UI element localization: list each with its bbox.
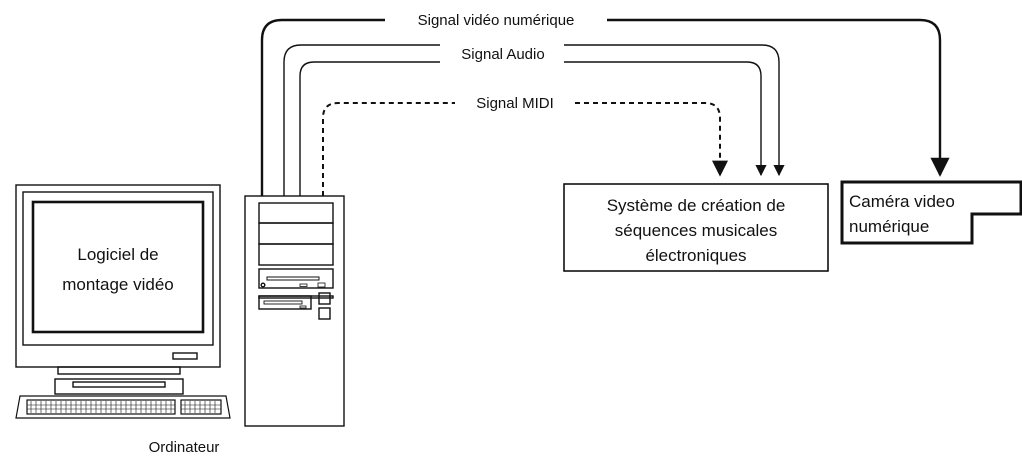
signal-audio-line xyxy=(283,44,785,196)
signal-midi-line xyxy=(322,102,728,196)
screen-text-line2: montage vidéo xyxy=(62,275,174,294)
sequencer-box xyxy=(563,183,829,272)
signal-video-label: Signal vidéo numérique xyxy=(418,12,575,29)
screen-text-line1: Logiciel de xyxy=(77,245,158,264)
camera-text-line1: Caméra video xyxy=(849,192,955,211)
camera-box xyxy=(840,180,1022,245)
signal-midi-label: Signal MIDI xyxy=(476,95,554,112)
keyboard xyxy=(15,395,231,419)
signal-audio-label: Signal Audio xyxy=(461,46,544,63)
sequencer-text-line3: électroniques xyxy=(645,246,746,265)
computer-caption: Ordinateur xyxy=(149,439,220,456)
camera-text-line2: numérique xyxy=(849,217,929,236)
signal-video-line xyxy=(260,18,950,196)
keyboard-keys xyxy=(30,401,216,413)
sequencer-text-line1: Système de création de xyxy=(607,196,786,215)
sequencer-text-line2: séquences musicales xyxy=(615,221,778,240)
computer-tower xyxy=(244,195,345,427)
computer-monitor xyxy=(15,184,221,395)
